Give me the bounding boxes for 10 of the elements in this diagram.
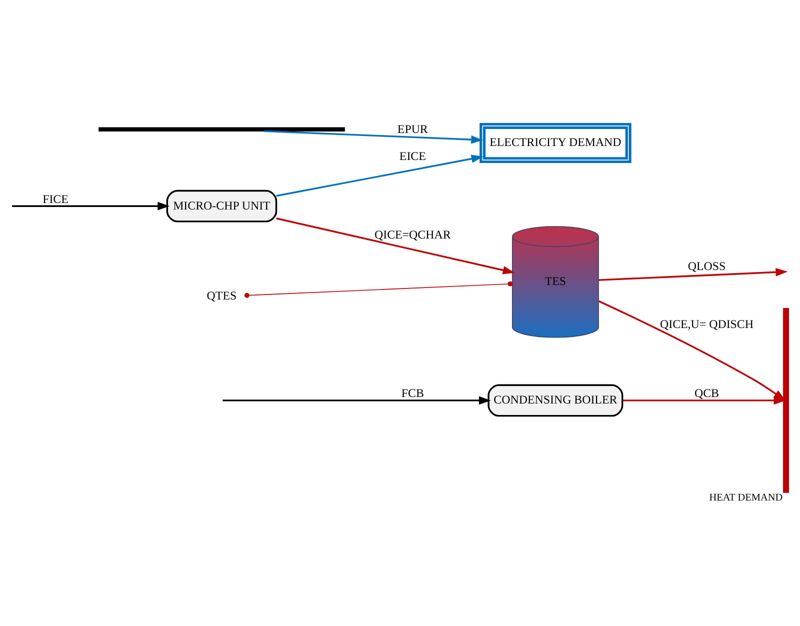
edge-label: QICE=QCHAR (374, 227, 451, 242)
edge-label: EPUR (397, 121, 428, 136)
edge-label: QICE,U= QDISCH (660, 316, 754, 331)
node-label: HEAT DEMAND (709, 492, 783, 504)
edge-label: QLOSS (688, 258, 726, 273)
edge-label: FCB (401, 386, 424, 400)
edge-label: QCB (694, 386, 720, 400)
node-text: QTES (206, 288, 237, 302)
edge-label: EICE (399, 148, 426, 163)
edge-label: FICE (42, 191, 68, 206)
